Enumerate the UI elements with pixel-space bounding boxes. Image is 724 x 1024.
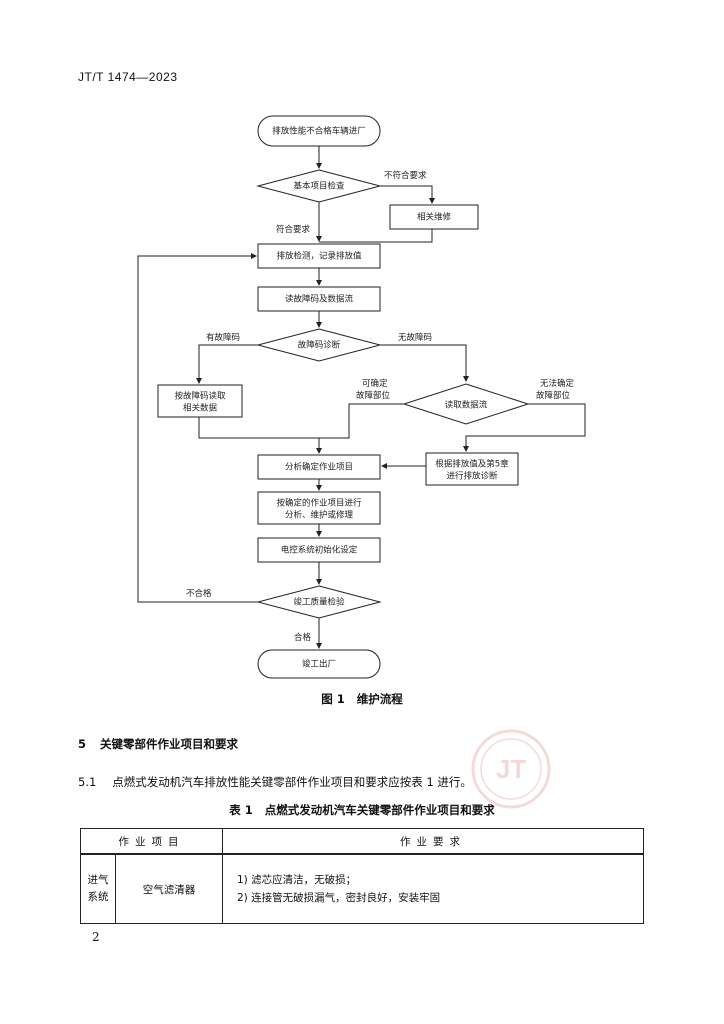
- fault-diagnose-label: 故障码诊断: [298, 340, 341, 351]
- emission-test-label: 排放检测，记录排放值: [276, 251, 362, 262]
- ecu-init-label: 电控系统初始化设定: [281, 545, 358, 556]
- per-chapter-line2: 进行排放诊断: [446, 471, 498, 482]
- header-work-requirement: 作业要求: [222, 828, 644, 855]
- requirement-cell: 1) 滤芯应清洁，无破损； 2) 连接管无破损漏气，密封良好，安装牢固: [222, 853, 644, 924]
- standard-number: JT/T 1474—2023: [78, 70, 178, 84]
- related-repair-box: [389, 204, 479, 230]
- svg-text:JT: JT: [496, 754, 526, 784]
- end-terminal: [257, 649, 381, 679]
- requirement-line: 1) 滤芯应清洁，无破损；: [237, 874, 357, 886]
- read-data-line2: 相关数据: [183, 403, 218, 414]
- start-label: 排放性能不合格车辆进厂: [272, 126, 366, 137]
- section-heading: 5 关键零部件作业项目和要求: [78, 736, 238, 752]
- compliant-label: 符合要求: [276, 224, 311, 235]
- read-data-line1: 按故障码读取: [174, 391, 226, 402]
- table-header-row: 作业项目 作业要求: [80, 828, 644, 855]
- section-number: 5: [78, 737, 87, 751]
- unqualified-label: 不合格: [186, 588, 212, 599]
- section-title: 关键零部件作业项目和要求: [100, 737, 239, 751]
- clause-paragraph: 5.1 点燃式发动机汽车排放性能关键零部件作业项目和要求应按表 1 进行。: [78, 774, 472, 790]
- system-cell: 进气系统: [80, 853, 116, 924]
- do-work-line2: 分析、维护或修理: [285, 510, 354, 521]
- end-label: 竣工出厂: [302, 659, 336, 670]
- cannot-locate-line1: 无法确定: [540, 378, 575, 389]
- table-title: 点燃式发动机汽车关键零部件作业项目和要求: [264, 803, 495, 817]
- read-data-box: [157, 384, 243, 418]
- maintenance-flowchart: 排放性能不合格车辆进厂 基本项目检查 不符合要求 相关维修 符合要求 排放检测，…: [137, 115, 586, 679]
- can-locate-line2: 故障部位: [356, 390, 391, 401]
- system-line2: 系统: [87, 891, 109, 903]
- basic-check-label: 基本项目检查: [293, 181, 345, 192]
- no-fault-label: 无故障码: [398, 332, 432, 343]
- table-row: 进气系统 空气滤清器 1) 滤芯应清洁，无破损； 2) 连接管无破损漏气，密封良…: [80, 853, 644, 924]
- per-chapter-line1: 根据排放值及第5章: [435, 459, 509, 470]
- header-work-item: 作业项目: [80, 828, 223, 855]
- table-label: 表 1: [229, 803, 253, 817]
- qualified-label: 合格: [294, 632, 312, 643]
- figure-title: 维护流程: [356, 692, 403, 706]
- not-compliant-label: 不符合要求: [384, 170, 427, 181]
- analyze-label: 分析确定作业项目: [285, 462, 353, 473]
- do-work-line1: 按确定的作业项目进行: [276, 498, 362, 509]
- cannot-locate-line2: 故障部位: [536, 390, 571, 401]
- read-data-flow-decision: [402, 383, 530, 425]
- per-chapter-box: [425, 452, 519, 486]
- page-number: 2: [92, 930, 100, 944]
- component-cell: 空气滤清器: [115, 853, 223, 924]
- figure-label: 图 1: [321, 692, 345, 706]
- final-check-label: 竣工质量检验: [293, 597, 345, 608]
- table-caption: 表 1 点燃式发动机汽车关键零部件作业项目和要求: [0, 802, 724, 818]
- read-fault-label: 读故障码及数据流: [285, 294, 354, 305]
- figure-caption: 图 1 维护流程: [0, 691, 724, 707]
- requirements-table: 作业项目 作业要求 进气系统 空气滤清器 1) 滤芯应清洁，无破损； 2) 连接…: [80, 828, 644, 924]
- clause-text: 点燃式发动机汽车排放性能关键零部件作业项目和要求应按表 1 进行。: [112, 775, 472, 789]
- system-line1: 进气: [87, 874, 109, 886]
- clause-number: 5.1: [78, 775, 97, 789]
- has-fault-label: 有故障码: [206, 332, 240, 343]
- can-locate-line1: 可确定: [362, 378, 388, 389]
- fault-diagnose-decision: [256, 328, 382, 362]
- requirement-line: 2) 连接管无破损漏气，密封良好，安装牢固: [237, 892, 441, 904]
- related-repair-label: 相关维修: [417, 212, 452, 223]
- read-data-flow-label: 读取数据流: [445, 400, 488, 411]
- jt-watermark-seal: JT: [471, 729, 551, 809]
